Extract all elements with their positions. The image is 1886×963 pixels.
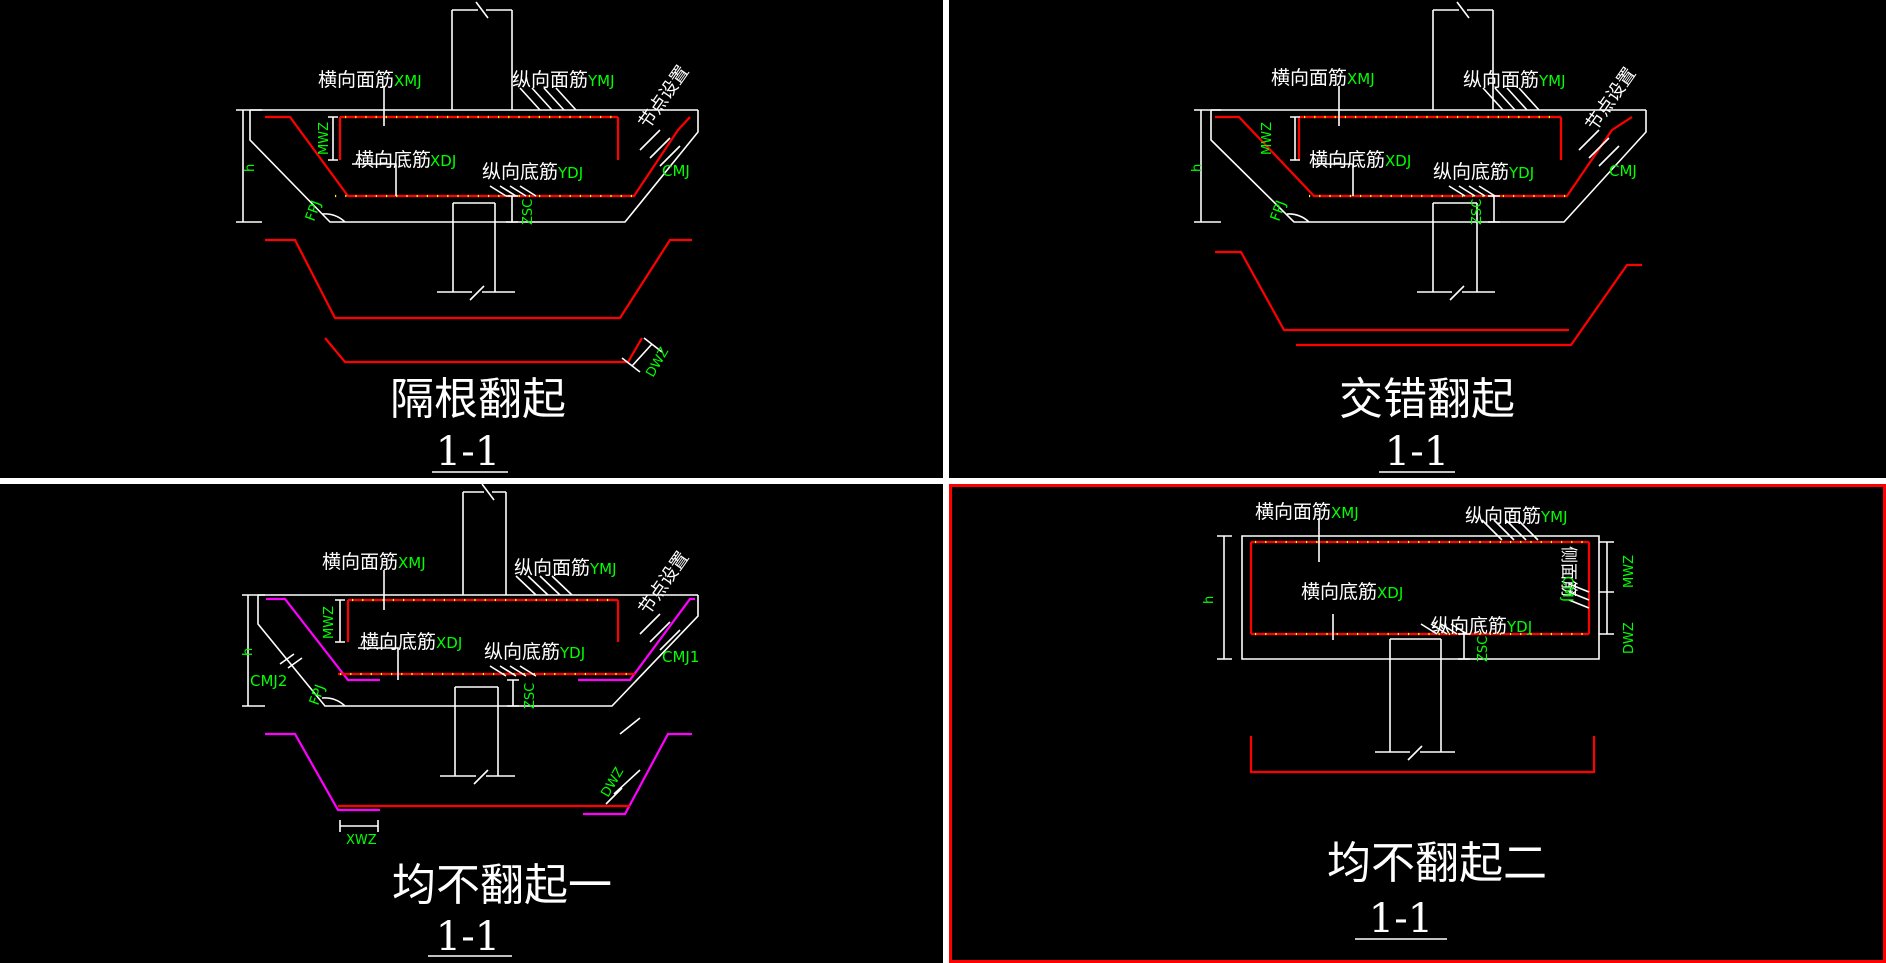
label-node-setting: 节点设置 [1582, 64, 1640, 135]
label-fpj: FPJ [307, 683, 329, 708]
label-cmj2: CMJ2 [250, 672, 287, 690]
label-xmj-code: XMJ [398, 554, 426, 572]
label-zsc: ZSC [521, 199, 536, 225]
section-label: 1-1 [436, 429, 500, 475]
label-xmj-code: XMJ [1331, 504, 1359, 522]
label-h: h [1190, 164, 1205, 172]
label-mwz: MWZ [322, 606, 337, 639]
label-side-rebar-cn: 侧面筋 [1558, 546, 1578, 597]
label-ymj-code: YMJ [1538, 72, 1566, 90]
label-xdj-cn: 横向底筋 [1301, 581, 1377, 603]
panel-title: 交错翻起 [1339, 374, 1515, 425]
label-ydj-code: YDJ [559, 644, 585, 662]
section-label: 1-1 [1385, 429, 1449, 475]
label-h: h [1202, 596, 1217, 604]
option-panel-no-bend-one[interactable]: 横向面筋 XMJ 纵向面筋 YMJ 横向底筋 XDJ 纵向底筋 YDJ 节点设置… [0, 484, 943, 963]
option-panel-no-bend-two[interactable]: 横向面筋 XMJ 纵向面筋 YMJ 横向底筋 XDJ 纵向底筋 YDJ 侧面筋 … [949, 484, 1886, 963]
label-xdj-cn: 横向底筋 [355, 149, 431, 171]
label-xdj-code: XDJ [436, 634, 462, 652]
label-zsc: ZSC [1476, 636, 1491, 662]
panel-title: 隔根翻起 [390, 374, 566, 425]
label-xdj-cn: 横向底筋 [360, 631, 436, 653]
label-ydj-cn: 纵向底筋 [482, 161, 558, 183]
label-mwz: MWZ [317, 122, 332, 155]
label-dwz: DWZ [598, 765, 627, 800]
label-ymj-cn: 纵向面筋 [1465, 505, 1541, 527]
label-ymj-code: YMJ [589, 560, 617, 578]
label-ydj-cn: 纵向底筋 [1433, 161, 1509, 183]
label-ydj-code: YDJ [557, 164, 583, 182]
label-xmj-cn: 横向面筋 [1271, 67, 1347, 89]
label-zsc: ZSC [1470, 199, 1485, 225]
label-ydj-cn: 纵向底筋 [1431, 615, 1507, 637]
label-xdj-cn: 横向底筋 [1309, 149, 1385, 171]
label-fpj: FPJ [1268, 199, 1290, 224]
label-xdj-code: XDJ [1377, 584, 1403, 602]
label-cmj: CMJ [1559, 576, 1575, 602]
label-mwz: MWZ [1622, 555, 1637, 588]
label-xmj-cn: 横向面筋 [322, 551, 398, 573]
label-mwz: MWZ [1260, 122, 1275, 155]
label-xmj-code: XMJ [394, 72, 422, 90]
label-dwz: DWZ [643, 345, 672, 380]
divider-horizontal [0, 478, 1886, 484]
label-ydj-code: YDJ [1508, 164, 1534, 182]
label-xmj-code: XMJ [1347, 70, 1375, 88]
label-node-setting: 节点设置 [635, 548, 693, 619]
label-xmj-cn: 横向面筋 [318, 69, 394, 91]
label-fpj: FPJ [303, 199, 325, 224]
option-panel-alternate-bend[interactable]: 横向面筋 XMJ 纵向面筋 YMJ 横向底筋 XDJ 纵向底筋 YDJ 节点设置… [0, 0, 943, 478]
label-ymj-cn: 纵向面筋 [1463, 69, 1539, 91]
section-label: 1-1 [436, 914, 500, 960]
label-h: h [243, 164, 258, 172]
label-ymj-code: YMJ [1540, 508, 1568, 526]
label-cmj: CMJ [1609, 162, 1637, 180]
label-cmj1: CMJ1 [662, 648, 699, 666]
label-zsc: ZSC [523, 683, 538, 709]
panel-title: 均不翻起二 [1327, 838, 1547, 889]
label-xdj-code: XDJ [1385, 152, 1411, 170]
label-ymj-code: YMJ [587, 72, 615, 90]
label-h: h [241, 648, 256, 656]
label-ymj-cn: 纵向面筋 [514, 557, 590, 579]
section-label: 1-1 [1369, 896, 1433, 942]
label-ydj-code: YDJ [1506, 618, 1532, 636]
label-xmj-cn: 横向面筋 [1255, 501, 1331, 523]
label-xwz: XWZ [346, 833, 377, 848]
label-xdj-code: XDJ [430, 152, 456, 170]
label-dwz: DWZ [1622, 622, 1637, 654]
label-ymj-cn: 纵向面筋 [512, 69, 588, 91]
label-ydj-cn: 纵向底筋 [484, 641, 560, 663]
option-panel-staggered-bend[interactable]: 横向面筋 XMJ 纵向面筋 YMJ 横向底筋 XDJ 纵向底筋 YDJ 节点设置… [949, 0, 1886, 478]
label-cmj: CMJ [662, 162, 690, 180]
panel-title: 均不翻起一 [392, 860, 612, 911]
